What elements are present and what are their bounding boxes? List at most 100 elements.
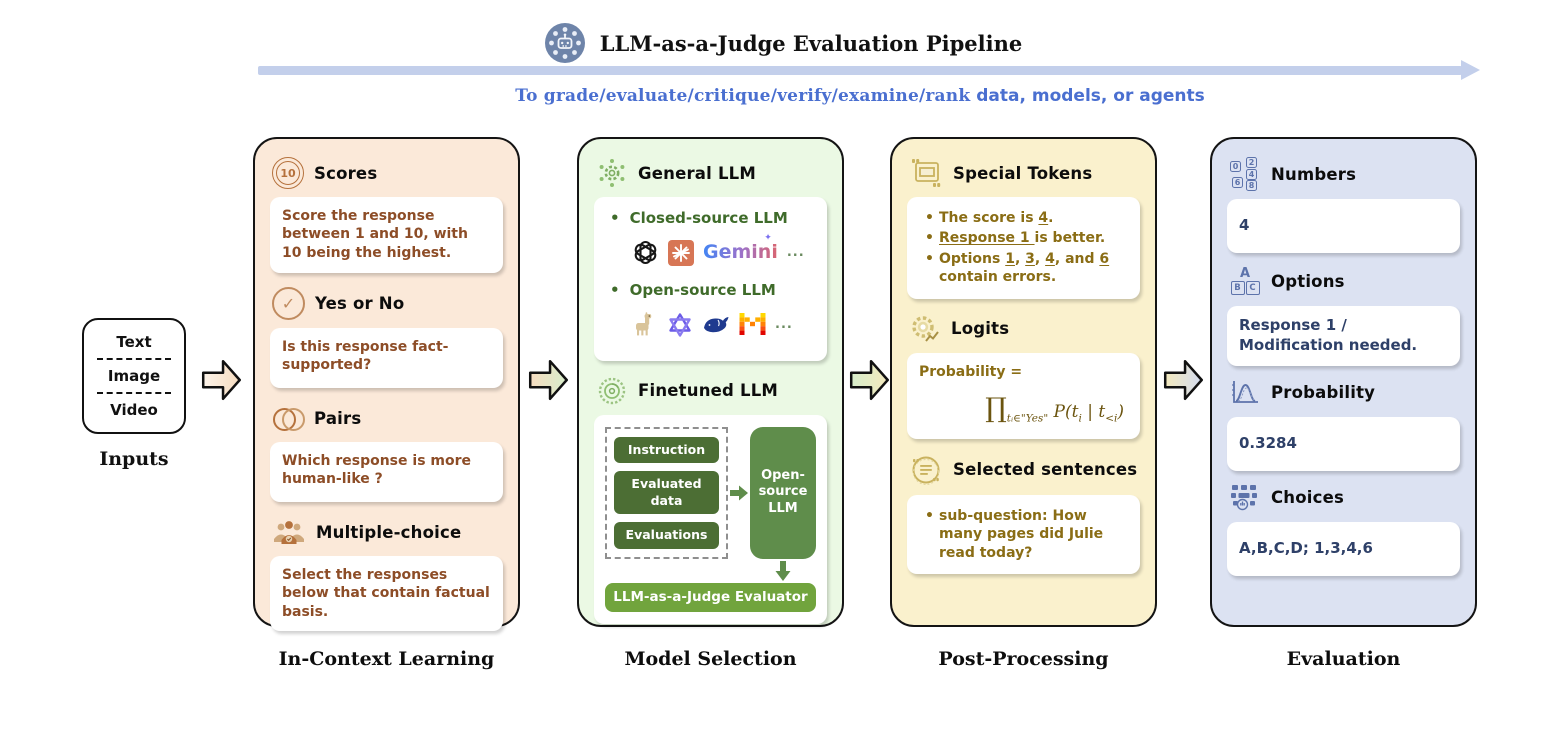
more-models-ellipsis: ... bbox=[786, 245, 805, 261]
arrow-model-to-post bbox=[849, 359, 889, 401]
robot-judge-icon bbox=[544, 22, 586, 64]
finetune-input-evaluated-data: Evaluated data bbox=[614, 471, 719, 515]
more-models-ellipsis: ... bbox=[775, 317, 793, 333]
gemini-logo: Gemini✦ bbox=[703, 233, 778, 265]
gear-circle-icon bbox=[596, 375, 628, 407]
closed-source-title: Closed-source LLM bbox=[606, 209, 815, 229]
inputs-label: Inputs bbox=[99, 448, 169, 470]
special-token-item: The score is 4. bbox=[923, 209, 1128, 228]
deepseek-whale-icon bbox=[702, 312, 730, 338]
selected-sentence-item: sub-question: How many pages did Julie r… bbox=[923, 507, 1128, 562]
section-pairs: Pairs bbox=[272, 402, 503, 434]
special-tokens-card: The score is 4. Response 1 is better. Op… bbox=[907, 197, 1140, 299]
gear-chart-icon bbox=[909, 313, 941, 345]
label-model-selection: Model Selection bbox=[624, 648, 797, 670]
panel-model-selection: General LLM Closed-source LLM bbox=[577, 137, 844, 627]
scores-10-icon: 10 bbox=[272, 157, 304, 189]
section-title: Numbers bbox=[1271, 164, 1357, 184]
pipeline-header: LLM-as-a-Judge Evaluation Pipeline bbox=[0, 22, 1566, 64]
open-source-llm-box: Open- source LLM bbox=[750, 426, 816, 559]
qwen-logo-icon bbox=[667, 312, 693, 338]
options-value-card: Response 1 / Modification needed. bbox=[1227, 306, 1460, 366]
input-item-image: Image bbox=[107, 367, 161, 385]
check-bubble-icon: ✓ bbox=[272, 287, 305, 320]
dashed-divider bbox=[97, 358, 171, 360]
open-source-title: Open-source LLM bbox=[606, 281, 815, 301]
section-title: Logits bbox=[951, 319, 1010, 339]
label-in-context-learning: In-Context Learning bbox=[278, 648, 495, 670]
panel-post-processing: Special Tokens The score is 4. Response … bbox=[890, 137, 1157, 627]
section-title: Finetuned LLM bbox=[638, 381, 779, 401]
closed-source-logos: Gemini✦ ... bbox=[632, 233, 815, 268]
multiple-choice-example-card: Select the responses below that contain … bbox=[270, 556, 503, 632]
gear-network-icon bbox=[596, 157, 628, 189]
selected-sentences-card: sub-question: How many pages did Julie r… bbox=[907, 494, 1140, 575]
finetune-input-instruction: Instruction bbox=[614, 436, 719, 464]
section-choices: Choices bbox=[1229, 482, 1460, 514]
numbers-value-card: 4 bbox=[1227, 199, 1460, 253]
section-title: Choices bbox=[1271, 488, 1345, 508]
section-title: General LLM bbox=[638, 163, 756, 183]
section-scores: 10 Scores bbox=[272, 157, 503, 189]
arrow-icl-to-model bbox=[528, 359, 568, 401]
timeline-arrowhead-icon bbox=[1461, 60, 1480, 80]
section-logits: Logits bbox=[909, 313, 1140, 345]
page-title: LLM-as-a-Judge Evaluation Pipeline bbox=[599, 30, 1023, 56]
yes-no-example-card: Is this response fact-supported? bbox=[270, 328, 503, 388]
logits-card: Probability = ∏tᵢ∈"Yes" P(ti | t<i) bbox=[907, 352, 1140, 439]
openai-logo-icon bbox=[632, 239, 659, 266]
pairs-rings-icon bbox=[272, 404, 305, 432]
finetune-data-group: Instruction Evaluated data Evaluations bbox=[605, 426, 728, 559]
arrow-post-to-eval bbox=[1163, 359, 1203, 401]
probability-value-card: 0.3284 bbox=[1227, 416, 1460, 471]
dashed-divider bbox=[97, 392, 171, 394]
panel-in-context-learning: 10 Scores Score the response between 1 a… bbox=[253, 137, 520, 632]
panel-evaluation: 0 2 4 6 8 Numbers 4 A B C Options Respon… bbox=[1210, 137, 1477, 627]
section-special-tokens: Special Tokens bbox=[909, 157, 1140, 189]
section-title: Pairs bbox=[314, 408, 362, 428]
choice-grid-pointer-icon bbox=[1229, 483, 1261, 513]
quoted-frame-icon bbox=[909, 157, 943, 189]
section-numbers: 0 2 4 6 8 Numbers bbox=[1229, 157, 1460, 191]
special-tokens-list: The score is 4. Response 1 is better. Op… bbox=[919, 209, 1128, 287]
finetune-input-evaluations: Evaluations bbox=[614, 522, 719, 549]
general-llm-card: Closed-source LLM bbox=[594, 197, 827, 361]
green-down-arrow-icon bbox=[772, 560, 794, 582]
scores-example-card: Score the response between 1 and 10, wit… bbox=[270, 197, 503, 273]
section-title: Yes or No bbox=[315, 294, 405, 313]
section-selected-sentences: Selected sentences bbox=[909, 453, 1140, 487]
gemini-star-icon: ✦ bbox=[764, 233, 772, 244]
arrow-inputs-to-icl bbox=[201, 359, 241, 401]
llm-judge-evaluator-bar: LLM-as-a-Judge Evaluator bbox=[605, 582, 816, 613]
section-probability: Probability bbox=[1229, 377, 1460, 409]
inputs-box: Text Image Video bbox=[82, 318, 186, 434]
llama-logo-icon bbox=[632, 311, 658, 338]
quoted-text-circle-icon bbox=[909, 453, 943, 487]
subtitle-emphasis: To grade/evaluate/critique/verify/examin… bbox=[515, 86, 971, 106]
section-yes-or-no: ✓ Yes or No bbox=[272, 287, 503, 320]
input-item-video: Video bbox=[110, 401, 158, 419]
section-multiple-choice: Multiple-choice bbox=[272, 516, 503, 548]
pipeline-subtitle: To grade/evaluate/critique/verify/examin… bbox=[258, 86, 1462, 106]
finetuned-llm-card: Instruction Evaluated data Evaluations O… bbox=[594, 414, 827, 625]
bell-curve-icon bbox=[1229, 378, 1261, 408]
label-post-processing: Post-Processing bbox=[938, 648, 1109, 670]
claude-logo-icon bbox=[668, 239, 694, 266]
open-source-logos: ... bbox=[632, 310, 815, 340]
mistral-logo-icon bbox=[739, 313, 766, 336]
section-finetuned-llm: Finetuned LLM bbox=[596, 375, 827, 407]
probability-formula: ∏tᵢ∈"Yes" P(ti | t<i) bbox=[985, 393, 1124, 425]
number-tiles-icon: 0 2 4 6 8 bbox=[1229, 157, 1261, 191]
special-token-item: Response 1 is better. bbox=[923, 229, 1128, 248]
choices-value-card: A,B,C,D; 1,3,4,6 bbox=[1227, 521, 1460, 576]
section-title: Selected sentences bbox=[953, 460, 1138, 480]
pipeline-timeline-arrow bbox=[258, 60, 1480, 80]
pairs-example-card: Which response is more human-like ? bbox=[270, 442, 503, 502]
section-title: Options bbox=[1271, 271, 1345, 291]
green-right-arrow-icon bbox=[729, 483, 749, 503]
abc-options-icon: A B C bbox=[1229, 264, 1261, 298]
special-token-item: Options 1, 3, 4, and 6 contain errors. bbox=[923, 250, 1128, 287]
people-group-icon bbox=[272, 518, 306, 546]
selected-sentences-list: sub-question: How many pages did Julie r… bbox=[919, 507, 1128, 562]
